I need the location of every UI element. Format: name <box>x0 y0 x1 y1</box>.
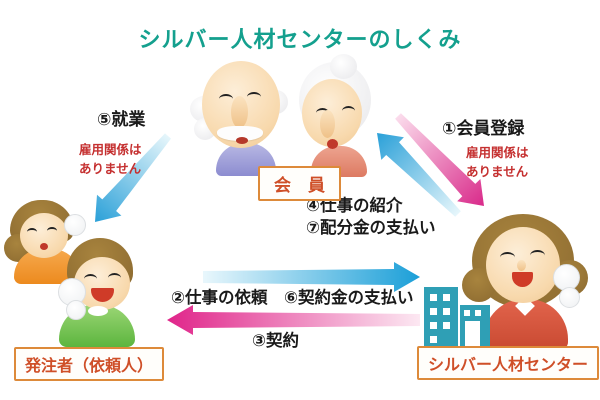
building-window <box>443 322 450 329</box>
flow-label-registration: ①会員登録 <box>442 119 525 139</box>
eye <box>219 94 233 104</box>
building-window <box>430 322 437 329</box>
building-door <box>465 321 480 348</box>
flow-line-step7: ⑦配分金の支払い <box>306 218 436 238</box>
nose <box>517 260 526 271</box>
building-window <box>464 310 470 316</box>
note-employment: 雇用関係は ありません <box>79 140 142 179</box>
flow-label-job-request: ②仕事の依頼 ⑥契約金の支払い <box>171 288 414 307</box>
building-window <box>443 294 450 301</box>
page-title: シルバー人材センターのしくみ <box>138 28 462 53</box>
phone-icon <box>553 264 580 291</box>
mouth <box>40 243 48 250</box>
eye <box>47 227 57 235</box>
building-window <box>430 336 437 343</box>
collar <box>88 306 108 316</box>
note-line: ありません <box>79 161 142 177</box>
eye <box>530 250 545 261</box>
nose <box>320 110 335 138</box>
face <box>20 213 68 258</box>
note-line: 雇用関係は <box>79 142 142 157</box>
members-label: 会 員 <box>274 176 325 196</box>
building-window <box>475 310 481 316</box>
mouth <box>327 139 338 149</box>
building-window <box>430 308 437 315</box>
building-window <box>443 308 450 315</box>
eye <box>108 273 121 283</box>
phone-icon <box>64 214 86 236</box>
client-label: 発注者（依頼人） <box>25 356 154 375</box>
eye <box>500 252 515 263</box>
eye <box>84 274 97 284</box>
mouth <box>512 272 533 287</box>
members-label-box: 会 員 <box>258 166 341 201</box>
mustache <box>217 126 263 141</box>
note-line: ありません <box>466 164 529 180</box>
building-icon <box>424 283 490 350</box>
eye <box>316 108 329 118</box>
flow-label-contract: ③契約 <box>252 331 299 350</box>
hair-bun <box>330 54 357 79</box>
phone-icon <box>559 287 580 308</box>
flow-label-employment: ⑤就業 <box>97 110 146 130</box>
eye <box>27 228 37 236</box>
nose <box>231 96 248 128</box>
center-label-box: シルバー人材センター <box>417 346 600 380</box>
note-registration: 雇用関係は ありません <box>466 143 529 182</box>
center-label: シルバー人材センター <box>428 355 589 374</box>
eye <box>247 92 261 102</box>
building-window <box>430 294 437 301</box>
mouth <box>91 288 114 302</box>
building-tower <box>424 287 458 350</box>
client-label-box: 発注者（依頼人） <box>14 347 165 381</box>
eye <box>342 106 355 116</box>
note-line: 雇用関係は <box>466 145 529 160</box>
flow-label-job-introduction: ④仕事の紹介 ⑦配分金の支払い <box>306 195 435 240</box>
mouth <box>236 137 248 144</box>
phone-icon <box>66 300 86 320</box>
